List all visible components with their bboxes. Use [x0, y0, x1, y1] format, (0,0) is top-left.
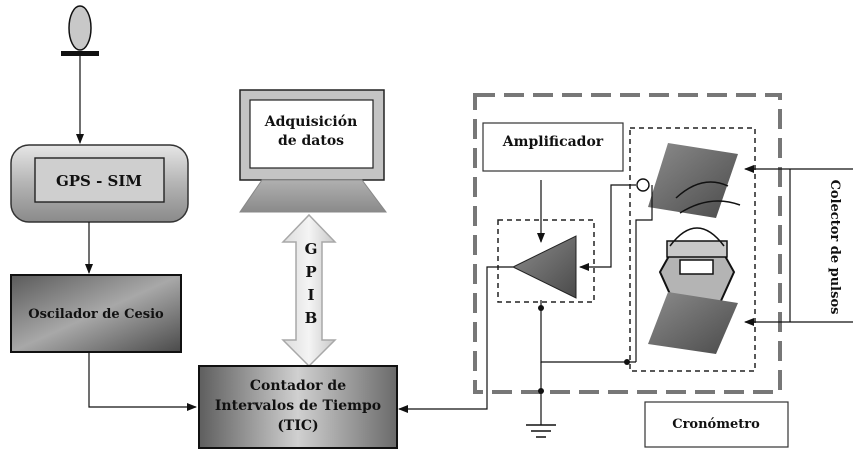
pulse-collector-inputs — [744, 165, 853, 326]
amplifier-triangle-icon — [511, 235, 577, 299]
tic-label-line1: Contador de — [250, 378, 346, 394]
chronometer-enclosure — [473, 93, 782, 394]
computer-label-line1: Adquisición — [264, 114, 358, 130]
chronometer-label: Cronómetro — [672, 417, 760, 432]
junction-dot — [624, 359, 630, 365]
tic-label-line2: Intervalos de Tiempo — [215, 398, 381, 414]
pulse-collector-enclosure — [629, 127, 756, 372]
gpib-bus-arrow: G P I B — [281, 213, 337, 368]
gpib-letter-b: B — [305, 309, 318, 327]
oscillator-label: Oscilador de Cesio — [28, 307, 164, 322]
gpib-letter-i: I — [307, 286, 314, 304]
oscillator-to-tic-arrow — [88, 352, 197, 411]
detector-icon — [658, 227, 736, 304]
chronometer-label-box: Cronómetro — [644, 401, 789, 448]
junction-dot — [538, 305, 544, 311]
pulse-collector-label: Colector de pulsos — [827, 180, 842, 315]
junction-dot — [538, 388, 544, 394]
gps-sim-label: GPS - SIM — [56, 172, 142, 190]
gpib-letter-g: G — [305, 240, 318, 258]
lower-collector-plate-icon — [648, 292, 738, 354]
ground-icon — [526, 424, 556, 438]
time-interval-counter-block: Contador de Intervalos de Tiempo (TIC) — [198, 365, 398, 449]
gps-sim-block: GPS - SIM — [10, 144, 189, 223]
tic-label-line3: (TIC) — [277, 418, 318, 434]
gps-antenna-icon — [61, 5, 99, 56]
connector-node — [636, 178, 650, 192]
amplifier-label: Amplificador — [502, 134, 604, 150]
upper-collector-plate-icon — [648, 143, 741, 218]
amplifier-enclosure — [497, 219, 595, 303]
cesium-oscillator-block: Oscilador de Cesio — [10, 274, 182, 353]
chronometer-wiring — [398, 184, 653, 425]
computer-label-line2: de datos — [278, 133, 344, 149]
data-acquisition-computer-icon: Adquisición de datos — [239, 89, 387, 213]
gpib-letter-p: P — [305, 263, 316, 281]
amplifier-label-box: Amplificador — [482, 122, 624, 172]
